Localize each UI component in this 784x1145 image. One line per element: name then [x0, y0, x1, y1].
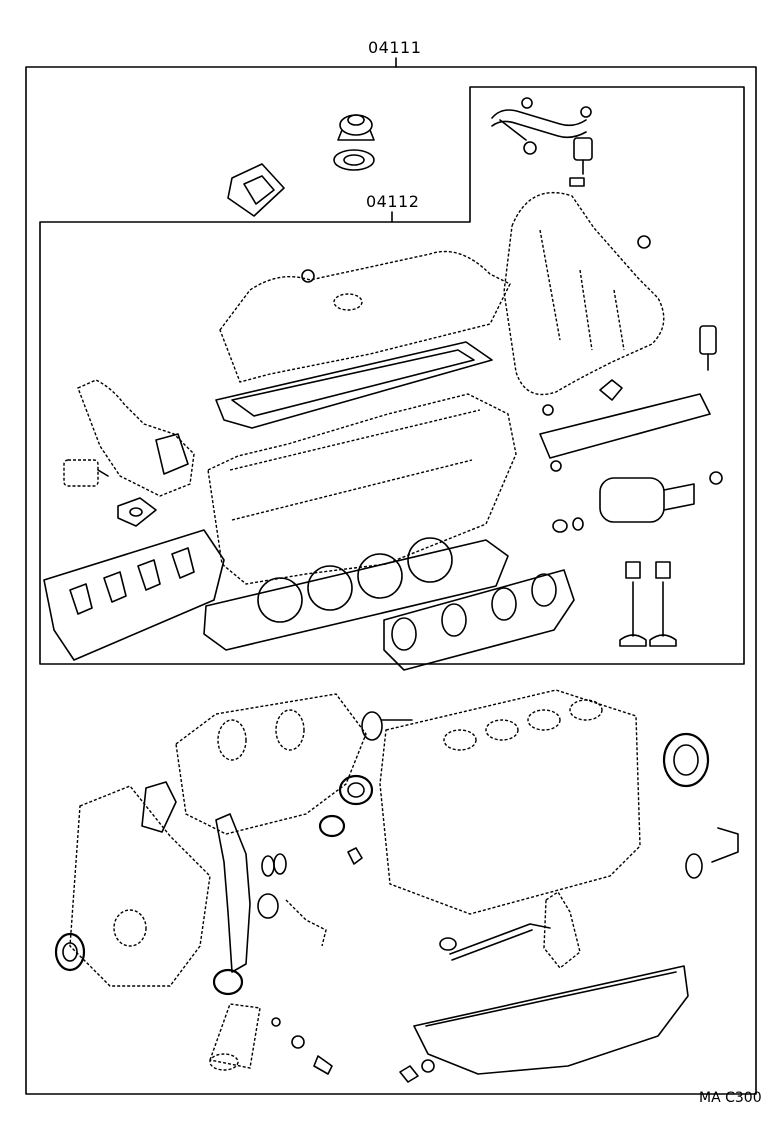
intake-valve [619, 561, 647, 647]
inner-kit-frame [39, 86, 745, 665]
oil-pan [413, 965, 689, 1075]
distributor-o-ring [212, 968, 244, 996]
exhaust-manifold-gasket [43, 529, 225, 661]
exhaust-valve [649, 561, 677, 647]
water-outlet [337, 114, 375, 141]
fuel-injector [699, 325, 717, 371]
fuel-pipe [491, 97, 592, 155]
intake-air-chamber [503, 192, 665, 396]
drain-plug [399, 1059, 435, 1083]
front-oil-seal [54, 932, 86, 972]
figure-code: MA C300 [699, 1090, 762, 1106]
fuel-delivery-pipe [539, 379, 711, 472]
cylinder-block [379, 689, 641, 915]
outlet-gasket [117, 497, 157, 527]
cold-start-injector [552, 471, 723, 533]
cylinder-head-cover-gasket [215, 341, 493, 429]
outer-kit-part-number: 04111 [368, 38, 422, 57]
timing-chain-cover [69, 785, 211, 987]
cylinder-head-cover [219, 250, 511, 383]
oil-strainer [439, 891, 581, 969]
thermostat-housing-gasket [227, 163, 285, 217]
egr-gasket [361, 711, 413, 741]
exhaust-pipe-gasket-2 [318, 814, 346, 838]
cylinder-head-gasket [203, 537, 509, 651]
oil-filter [209, 1003, 261, 1071]
timing-cover-gasket [215, 813, 251, 973]
cylinder-head [207, 393, 517, 585]
intake-manifold-gasket [383, 569, 575, 671]
small-gaskets [261, 847, 363, 1075]
water-inlet-housing [77, 379, 195, 497]
oil-cooler-pipe [685, 827, 739, 879]
exhaust-pipe-gasket [338, 774, 374, 806]
rear-oil-seal [662, 732, 710, 788]
pressure-regulator [569, 137, 593, 187]
outer-kit-frame [25, 66, 757, 1095]
distributor-gasket [257, 893, 327, 947]
exhaust-manifold [175, 693, 367, 835]
water-outlet-gasket [333, 149, 375, 171]
water-pump-gasket [141, 781, 177, 833]
inner-kit-part-number: 04112 [366, 192, 420, 211]
oil-pressure-sender [63, 459, 109, 487]
